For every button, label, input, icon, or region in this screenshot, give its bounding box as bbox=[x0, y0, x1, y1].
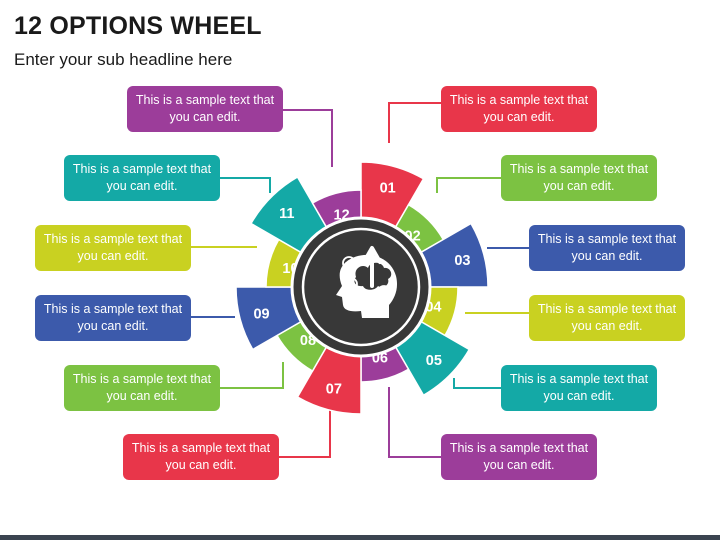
connector-line-05 bbox=[453, 378, 501, 389]
label-box-03[interactable]: This is a sample text that you can edit. bbox=[529, 225, 685, 271]
label-text-03: This is a sample text that you can edit. bbox=[537, 232, 677, 263]
connector-line-02 bbox=[436, 177, 501, 193]
label-text-04: This is a sample text that you can edit. bbox=[537, 302, 677, 333]
connector-line-06 bbox=[388, 387, 441, 458]
page-title: 12 OPTIONS WHEEL bbox=[14, 12, 262, 40]
label-text-01: This is a sample text that you can edit. bbox=[449, 93, 589, 124]
connector-line-01 bbox=[388, 102, 441, 143]
label-box-10[interactable]: This is a sample text that you can edit. bbox=[35, 225, 191, 271]
center-disc bbox=[290, 216, 432, 358]
connector-line-12 bbox=[283, 109, 333, 167]
label-text-05: This is a sample text that you can edit. bbox=[509, 372, 649, 403]
label-box-05[interactable]: This is a sample text that you can edit. bbox=[501, 365, 657, 411]
segment-number-09: 09 bbox=[253, 307, 269, 323]
connector-line-11 bbox=[220, 177, 271, 193]
label-text-11: This is a sample text that you can edit. bbox=[72, 162, 212, 193]
label-text-10: This is a sample text that you can edit. bbox=[43, 232, 183, 263]
label-box-09[interactable]: This is a sample text that you can edit. bbox=[35, 295, 191, 341]
segment-number-03: 03 bbox=[454, 253, 470, 269]
page-subtitle: Enter your sub headline here bbox=[14, 50, 233, 69]
segment-number-07: 07 bbox=[326, 381, 342, 397]
label-box-07[interactable]: This is a sample text that you can edit. bbox=[123, 434, 279, 480]
label-box-08[interactable]: This is a sample text that you can edit. bbox=[64, 365, 220, 411]
label-box-01[interactable]: This is a sample text that you can edit. bbox=[441, 86, 597, 132]
label-text-06: This is a sample text that you can edit. bbox=[449, 441, 589, 472]
connector-line-07 bbox=[279, 407, 331, 458]
label-text-09: This is a sample text that you can edit. bbox=[43, 302, 183, 333]
segment-number-05: 05 bbox=[426, 353, 442, 369]
label-box-12[interactable]: This is a sample text that you can edit. bbox=[127, 86, 283, 132]
connector-line-08 bbox=[220, 362, 284, 389]
label-text-08: This is a sample text that you can edit. bbox=[72, 372, 212, 403]
label-text-02: This is a sample text that you can edit. bbox=[509, 162, 649, 193]
label-box-06[interactable]: This is a sample text that you can edit. bbox=[441, 434, 597, 480]
footer-bar bbox=[0, 535, 720, 540]
label-box-04[interactable]: This is a sample text that you can edit. bbox=[529, 295, 685, 341]
head-brain-icon bbox=[336, 246, 398, 318]
segment-number-01: 01 bbox=[380, 181, 396, 197]
label-text-12: This is a sample text that you can edit. bbox=[135, 93, 275, 124]
label-text-07: This is a sample text that you can edit. bbox=[131, 441, 271, 472]
label-box-02[interactable]: This is a sample text that you can edit. bbox=[501, 155, 657, 201]
label-box-11[interactable]: This is a sample text that you can edit. bbox=[64, 155, 220, 201]
segment-number-11: 11 bbox=[279, 206, 294, 222]
